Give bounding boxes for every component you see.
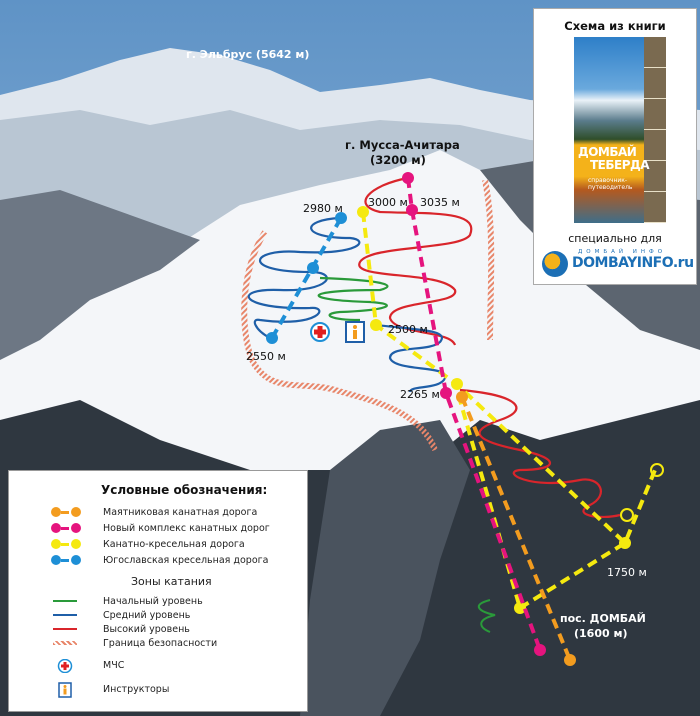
lift-pendulum[interactable] bbox=[456, 391, 576, 666]
legend-item-beginner: Начальный уровень bbox=[45, 594, 203, 608]
ski-run-advanced bbox=[358, 176, 473, 346]
rescue-icon bbox=[310, 322, 330, 342]
cover-title-2: ТЕБЕРДА bbox=[590, 158, 650, 172]
legend: Условные обозначения: Маятниковая канатн… bbox=[8, 470, 308, 712]
rescue-legend-icon bbox=[57, 658, 73, 674]
peak-name: г. Мусса-Ачитара bbox=[345, 138, 460, 152]
legend-item-intermediate: Средний уровень bbox=[45, 608, 190, 622]
safety-boundary-icon bbox=[53, 641, 77, 645]
valley-ridge bbox=[300, 420, 470, 716]
logo-text: DOMBAYINFO.ru bbox=[572, 255, 694, 271]
ski-run-intermediate-right bbox=[375, 323, 447, 393]
altitude-2265: 2265 м bbox=[400, 388, 440, 401]
village-name: пос. ДОМБАЙ bbox=[560, 612, 646, 625]
cover-subtitle: справочник-путеводитель bbox=[588, 177, 633, 191]
village-height: (1600 м) bbox=[574, 627, 628, 640]
safety-boundary-left bbox=[241, 230, 438, 452]
cover-title-1: ДОМБАЙ bbox=[578, 145, 637, 159]
pendulum-lift-symbol-icon bbox=[45, 505, 85, 519]
altitude-3035: 3035 м bbox=[420, 196, 460, 209]
logo-small-text: ДОМБАЙ ИНФО bbox=[578, 249, 667, 255]
special-for-text: специально для bbox=[568, 232, 662, 245]
new-complex-symbol-icon bbox=[45, 521, 85, 535]
book-caption: Схема из книги bbox=[564, 19, 666, 33]
book-cover[interactable]: ДОМБАЙ ТЕБЕРДА справочник-путеводитель bbox=[574, 37, 666, 223]
altitude-1750: 1750 м bbox=[607, 566, 647, 579]
beginner-line-icon bbox=[53, 600, 77, 602]
elbrus-label: г. Эльбрус (5642 м) bbox=[186, 48, 309, 61]
lift-new-complex[interactable] bbox=[402, 172, 546, 656]
intermediate-line-icon bbox=[53, 614, 77, 616]
altitude-2980: 2980 м bbox=[303, 202, 343, 215]
ski-run-beginner-village bbox=[477, 599, 496, 633]
mountain-left-rock bbox=[0, 190, 200, 360]
legend-title: Условные обозначения: bbox=[101, 483, 268, 497]
lift-chairlift[interactable] bbox=[361, 211, 657, 610]
advanced-line-icon bbox=[53, 628, 77, 630]
legend-item-advanced: Высокий уровень bbox=[45, 622, 190, 636]
cover-photos bbox=[644, 37, 666, 223]
legend-item-yugoslav-lift: Югославская кресельная дорога bbox=[45, 553, 268, 567]
ski-run-advanced-lower bbox=[459, 388, 621, 519]
altitude-2550: 2550 м bbox=[246, 350, 286, 363]
legend-item-safety-boundary: Граница безопасности bbox=[45, 636, 217, 650]
chairlift-symbol-icon bbox=[45, 537, 85, 551]
lift-yugoslav[interactable] bbox=[266, 212, 347, 344]
legend-item-rescue: МЧС bbox=[45, 658, 124, 674]
altitude-2500: 2500 м bbox=[388, 323, 428, 336]
instructor-legend-icon bbox=[58, 682, 72, 698]
peak-height: (3200 м) bbox=[370, 153, 426, 167]
legend-item-chairlift: Канатно-кресельная дорога bbox=[45, 537, 245, 551]
legend-item-new-complex: Новый комплекс канатных дорог bbox=[45, 521, 270, 535]
zones-title: Зоны катания bbox=[131, 575, 212, 588]
instructor-icon bbox=[345, 321, 365, 343]
legend-item-instructors: Инструкторы bbox=[45, 682, 169, 698]
dombayinfo-logo[interactable]: ДОМБАЙ ИНФО DOMBAYINFO.ru bbox=[542, 249, 694, 281]
lift-chairlift-stations bbox=[357, 206, 664, 614]
safety-boundary-right bbox=[482, 179, 495, 341]
altitude-3000: 3000 м bbox=[368, 196, 408, 209]
yugoslav-lift-symbol-icon bbox=[45, 553, 85, 567]
ski-run-beginner bbox=[317, 276, 389, 322]
legend-item-pendulum-lift: Маятниковая канатная дорога bbox=[45, 505, 257, 519]
globe-logo-icon bbox=[542, 251, 568, 277]
book-promo[interactable]: Схема из книги ДОМБАЙ ТЕБЕРДА справочник… bbox=[533, 8, 697, 285]
